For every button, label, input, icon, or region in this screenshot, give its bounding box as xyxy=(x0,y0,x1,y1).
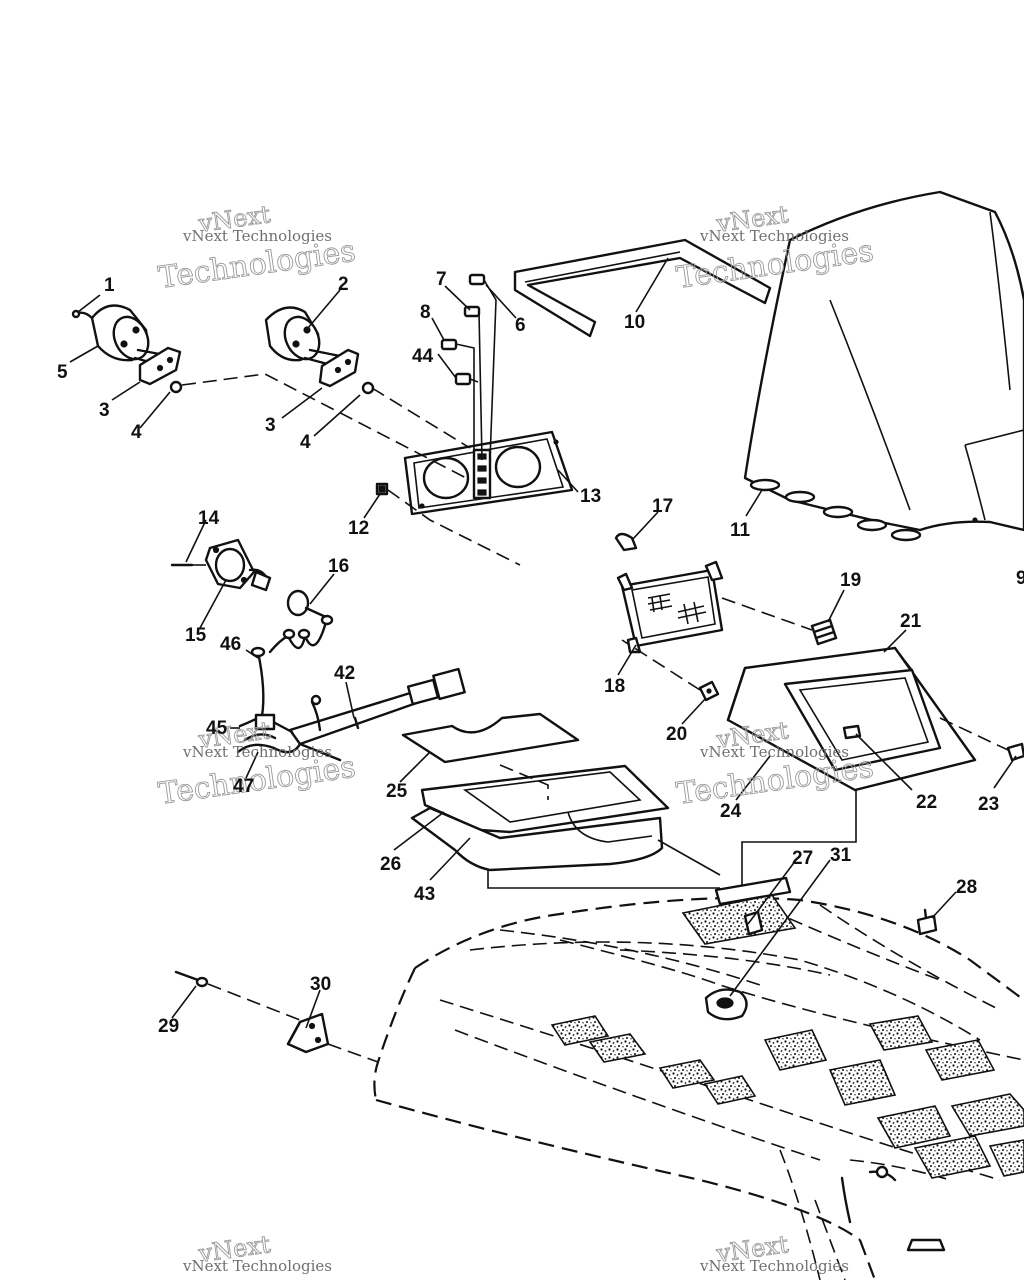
watermark-bottom-right: vNext vNext Technologies xyxy=(699,1230,849,1275)
callout-42: 42 xyxy=(334,663,355,684)
callout-labels: 1 2 3 3 4 4 5 6 7 8 44 10 11 12 13 14 15… xyxy=(57,269,1024,1037)
ignition-switch xyxy=(204,538,272,592)
panel-screw xyxy=(375,482,389,496)
callout-13: 13 xyxy=(580,486,601,507)
headlight-bulb xyxy=(614,532,638,552)
svg-text:vNext Technologies: vNext Technologies xyxy=(182,1257,332,1275)
windshield xyxy=(743,190,1024,542)
callout-26: 26 xyxy=(380,854,401,875)
windshield-brace xyxy=(513,238,772,338)
gauge-right xyxy=(264,306,342,368)
wiring-harness xyxy=(236,614,466,762)
indicator-lamps xyxy=(440,273,497,461)
callout-24: 24 xyxy=(720,801,742,822)
gauge-nut-left xyxy=(169,380,183,394)
callout-22: 22 xyxy=(916,792,937,813)
watermark-bottom-left: vNext vNext Technologies xyxy=(182,1230,332,1275)
callout-16: 16 xyxy=(328,556,349,577)
svg-text:vNext Technologies: vNext Technologies xyxy=(182,227,332,245)
callout-4: 4 xyxy=(300,432,311,453)
callout-11: 11 xyxy=(730,520,751,541)
headlight-spring xyxy=(810,618,838,646)
gauge-bracket-right xyxy=(318,348,360,388)
hood-latch-bracket xyxy=(286,1012,330,1054)
foam-pad xyxy=(401,712,580,764)
headlight-housing xyxy=(726,646,977,792)
callout-3: 3 xyxy=(265,415,276,436)
callout-7: 7 xyxy=(436,269,447,290)
callout-10: 10 xyxy=(624,312,645,333)
callout-20: 20 xyxy=(666,724,687,745)
callout-6: 6 xyxy=(515,315,526,336)
callout-47: 47 xyxy=(233,776,254,797)
callout-9: 9 xyxy=(1016,568,1024,589)
gauge-left xyxy=(71,304,167,367)
hood-grommet xyxy=(704,988,748,1021)
ignition-key xyxy=(286,589,330,620)
callout-25: 25 xyxy=(386,781,408,802)
headlight-lens xyxy=(616,560,724,654)
tray-base xyxy=(410,806,664,872)
leader-lines xyxy=(69,257,1017,1029)
callout-1: 1 xyxy=(104,275,115,296)
hood-vents xyxy=(550,1015,1024,1179)
callout-3: 3 xyxy=(99,400,110,421)
hood-plate xyxy=(681,876,797,945)
svg-text:vNext Technologies: vNext Technologies xyxy=(182,743,332,761)
callout-23: 23 xyxy=(978,794,999,815)
callout-44: 44 xyxy=(412,346,434,367)
hood-pin xyxy=(174,970,209,988)
hood-bolt xyxy=(916,908,938,936)
headlight-clip xyxy=(698,680,720,702)
callout-29: 29 xyxy=(158,1016,179,1037)
callout-43: 43 xyxy=(414,884,435,905)
callout-21: 21 xyxy=(900,611,922,632)
watermark-top-left: vNext vNext Technologies Technologies xyxy=(156,200,358,297)
callout-12: 12 xyxy=(348,518,369,539)
svg-text:vNext Technologies: vNext Technologies xyxy=(699,1257,849,1275)
callout-15: 15 xyxy=(185,625,207,646)
svg-text:vNext Technologies: vNext Technologies xyxy=(699,743,849,761)
callout-2: 2 xyxy=(338,274,349,295)
gauge-nut-right xyxy=(361,381,375,395)
callout-27: 27 xyxy=(792,848,813,869)
callout-18: 18 xyxy=(604,676,625,697)
callout-5: 5 xyxy=(57,362,68,383)
callout-19: 19 xyxy=(840,570,861,591)
svg-text:vNext Technologies: vNext Technologies xyxy=(699,227,849,245)
gauge-bracket-left xyxy=(138,346,182,386)
instrument-panel xyxy=(403,430,574,516)
callout-46: 46 xyxy=(220,634,241,655)
callout-30: 30 xyxy=(310,974,331,995)
callout-17: 17 xyxy=(652,496,673,517)
callout-4: 4 xyxy=(131,422,142,443)
console-tray xyxy=(420,764,670,834)
adjuster-screw xyxy=(1006,742,1024,762)
hood xyxy=(373,896,1024,1280)
callout-28: 28 xyxy=(956,877,977,898)
callout-8: 8 xyxy=(420,302,431,323)
callout-31: 31 xyxy=(830,845,852,866)
callout-14: 14 xyxy=(198,508,220,529)
callout-45: 45 xyxy=(206,718,228,739)
